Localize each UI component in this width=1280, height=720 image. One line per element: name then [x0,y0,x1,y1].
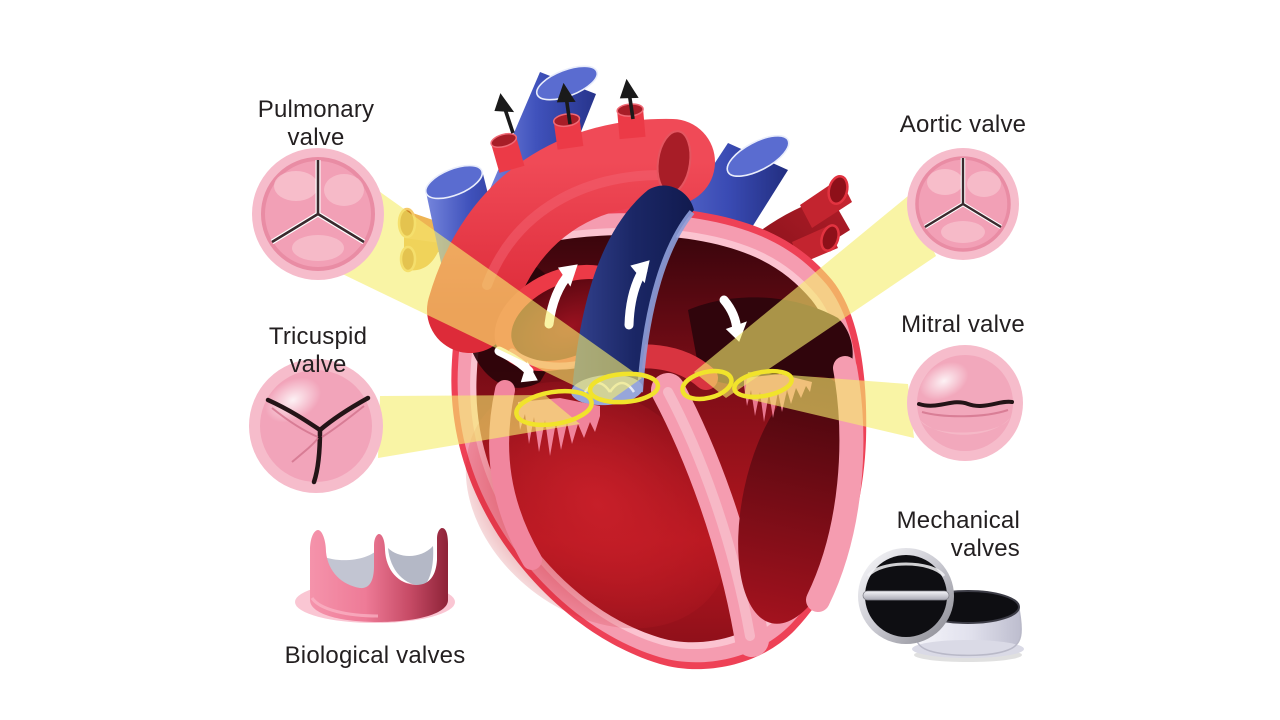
tricuspid-valve-label: Tricuspid valve [268,323,368,378]
mitral-valve-label: Mitral valve [901,311,1025,338]
mitral-valve-illustration [907,345,1023,461]
blood-flow-arrow-icon [494,260,747,383]
tricuspid-valve-illustration [249,359,383,493]
heart-illustration [397,65,867,670]
aortic-valve-illustration [907,148,1019,260]
mechanical-disc-valve-icon [858,548,954,644]
beam-tricuspid [378,395,580,458]
biological-valve-illustration [295,528,455,623]
aorta-branch-arrow-icon [494,78,639,134]
pulmonary-valve-label: Pulmonary valve [257,96,375,151]
beam-pulmonary [330,172,642,402]
biological-valves-label: Biological valves [284,642,466,669]
pulmonary-valve-illustration [252,148,384,280]
beam-aortic [694,196,936,398]
mechanical-valves-label: Mechanical valves [896,507,1020,562]
callout-beams [330,172,936,458]
valve-position-markers [514,368,794,428]
aortic-valve-label: Aortic valve [899,111,1027,138]
mechanical-valves-illustration [858,548,1024,662]
